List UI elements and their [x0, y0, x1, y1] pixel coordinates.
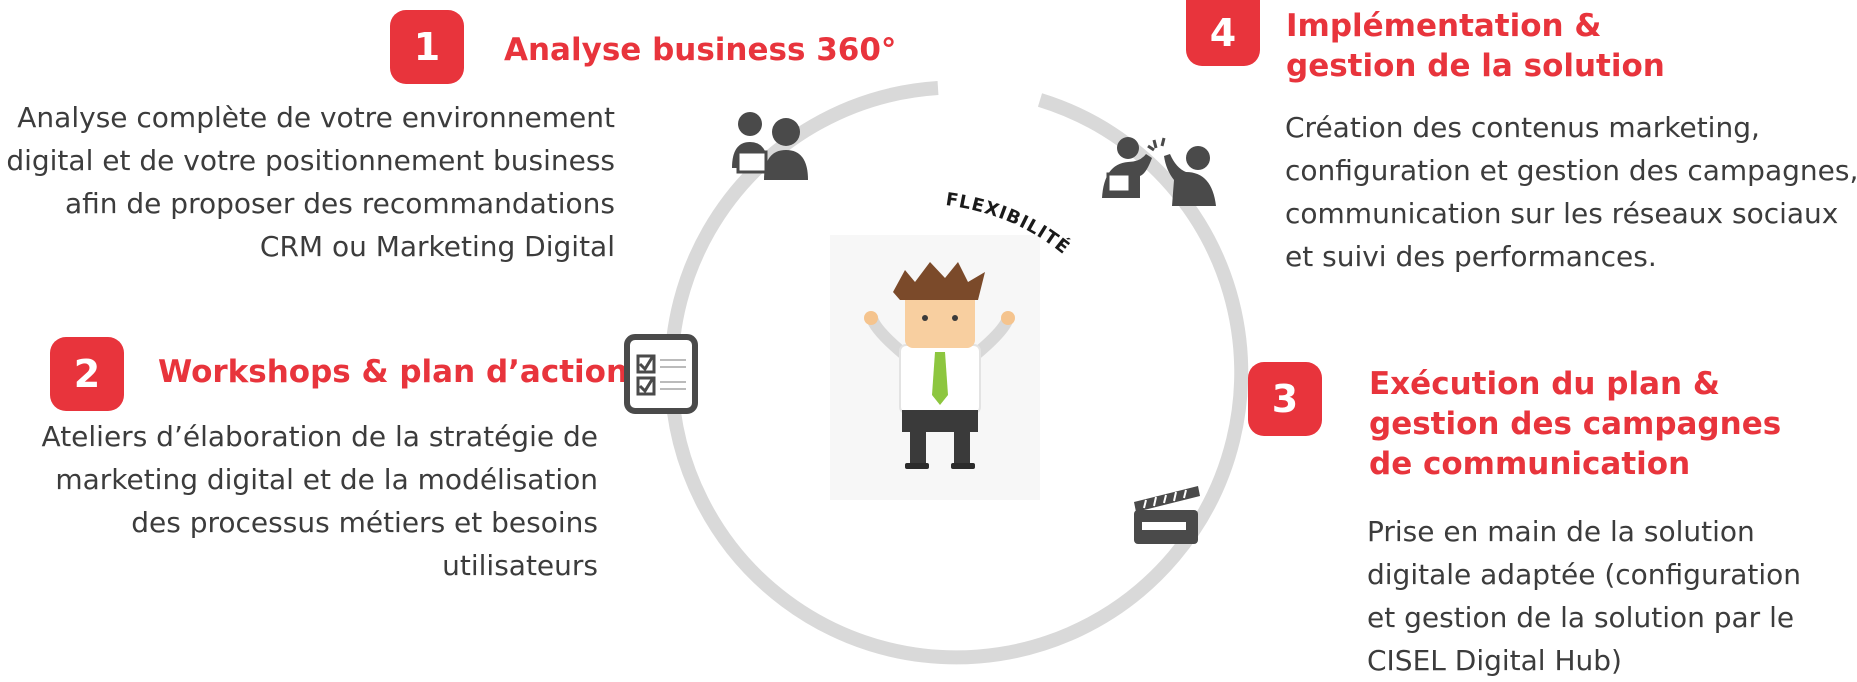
step-2-line: utilisateurs [442, 549, 598, 582]
step-2-badge: 2 [50, 337, 124, 411]
step-4-description: Création des contenus marketing, configu… [1285, 106, 1857, 278]
step-4-line: Création des contenus marketing, [1285, 111, 1760, 144]
step-2-title: Workshops & plan d’action [158, 354, 629, 390]
step-4-badge: 4 [1186, 0, 1260, 66]
step-4-title-line: gestion de la solution [1286, 48, 1665, 84]
step-3-line: CISEL Digital Hub) [1367, 644, 1622, 677]
step-1-title: Analyse business 360° [504, 32, 897, 68]
step-1-line: digital et de votre positionnement busin… [6, 144, 615, 177]
step-3-title-line: gestion des campagnes [1369, 406, 1782, 442]
step-3-line: et gestion de la solution par le [1367, 601, 1795, 634]
step-3-badge: 3 [1248, 362, 1322, 436]
step-2-line: des processus métiers et besoins [131, 506, 598, 539]
businessman-figure [864, 262, 1015, 469]
step-3-title-line: Exécution du plan & [1369, 366, 1720, 402]
step-2-line: Ateliers d’élaboration de la stratégie d… [41, 420, 598, 453]
people-meeting-icon [728, 108, 814, 188]
step-1-badge: 1 [390, 10, 464, 84]
step-4-line: communication sur les réseaux sociaux [1285, 197, 1839, 230]
step-4-line: configuration et gestion des campagnes, [1285, 154, 1857, 187]
step-1-description: Analyse complète de votre environnement … [6, 96, 615, 268]
step-3-line: Prise en main de la solution [1367, 515, 1755, 548]
step-4-title: Implémentation & gestion de la solution [1286, 6, 1665, 86]
clapperboard-icon [1128, 480, 1204, 550]
checklist-icon [624, 334, 698, 418]
step-2-line: marketing digital et de la modélisation [55, 463, 598, 496]
step-2-description: Ateliers d’élaboration de la stratégie d… [42, 415, 598, 587]
step-4-title-line: Implémentation & [1286, 8, 1602, 44]
step-3-title-line: de communication [1369, 446, 1691, 482]
cycle-ring [664, 81, 1249, 665]
step-1-line: afin de proposer des recommandations [64, 187, 615, 220]
step-3-title: Exécution du plan & gestion des campagne… [1369, 364, 1781, 484]
step-4-line: et suivi des performances. [1285, 240, 1657, 273]
step-1-line: CRM ou Marketing Digital [259, 230, 615, 263]
step-3-line: digitale adaptée (configuration [1367, 558, 1801, 591]
step-3-description: Prise en main de la solution digitale ad… [1367, 510, 1801, 682]
high-five-icon [1100, 134, 1218, 210]
step-1-line: Analyse complète de votre environnement [17, 101, 615, 134]
